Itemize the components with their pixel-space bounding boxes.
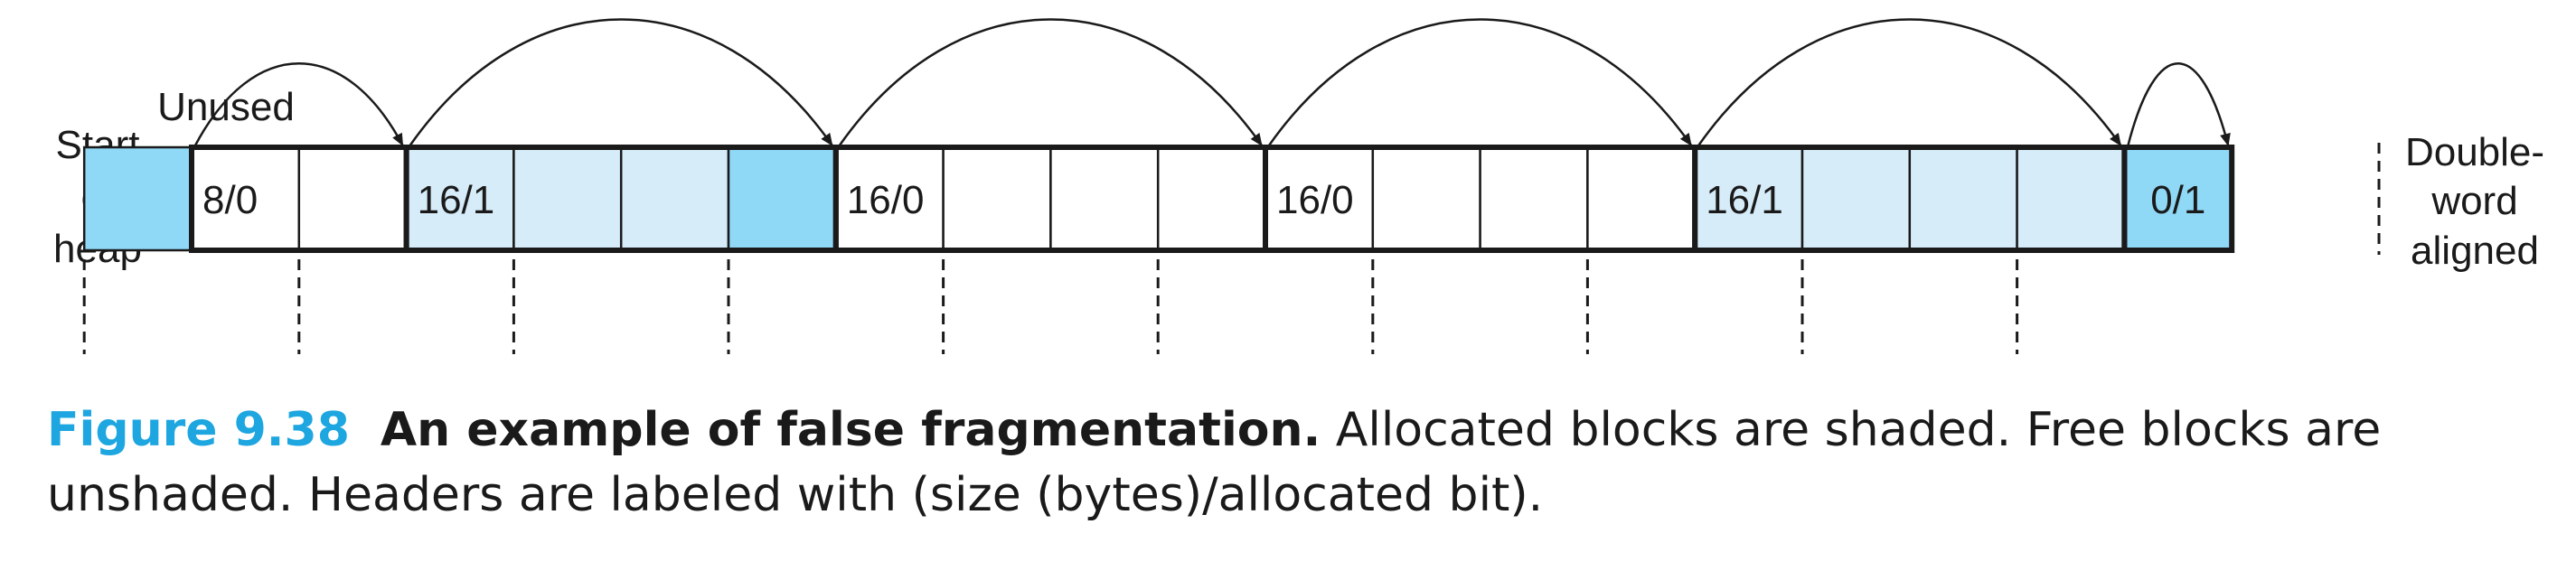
block-header-label: 0/1 — [2150, 178, 2205, 222]
block-link-arrows — [193, 18, 2231, 146]
next-block-arrow — [838, 18, 1264, 146]
next-block-arrow — [2127, 62, 2231, 146]
figure-number: Figure 9.38 — [47, 403, 350, 457]
heap-word — [2016, 145, 2126, 252]
block-header-label: 16/0 — [847, 178, 925, 222]
next-block-arrow — [1267, 18, 1693, 146]
block-outline — [2121, 145, 2235, 253]
next-block-arrow — [193, 62, 404, 146]
unused-label: Unused — [157, 85, 295, 129]
heap-word — [1479, 145, 1589, 252]
heap-word — [619, 145, 730, 252]
alignment-ticks — [82, 259, 2019, 354]
heap-word — [1371, 145, 1481, 252]
heap-word — [1908, 145, 2018, 252]
figure-caption: Figure 9.38 An example of false fragmenta… — [47, 398, 2542, 528]
block-header-label: 16/1 — [1706, 178, 1783, 222]
block-header-label: 16/0 — [1276, 178, 1354, 222]
figure-title: An example of false fragmentation. — [380, 403, 1321, 457]
heap-words: 8/0 16/1 16/0 16/0 16/1 0/1 — [82, 145, 2235, 253]
heap-word — [297, 145, 408, 252]
heap-word — [1800, 145, 1912, 252]
heap-word — [942, 145, 1052, 252]
block-header-label: 8/0 — [202, 178, 258, 222]
double-word-aligned-label: Double- word aligned — [2405, 130, 2544, 273]
heap-word — [512, 145, 623, 252]
block-header-label: 16/1 — [418, 178, 495, 222]
heap-word — [727, 145, 838, 252]
heap-word — [1586, 145, 1697, 252]
heap-diagram: Start of heap Unused Double- word aligne… — [53, 18, 2544, 354]
end-label-line: word — [2430, 179, 2517, 223]
heap-word — [1156, 145, 1267, 252]
caption-text: Allocated blocks are shaded. Free blocks… — [47, 403, 2382, 522]
next-block-arrow — [409, 18, 833, 146]
heap-word — [82, 145, 193, 252]
end-label-line: Double- — [2405, 130, 2544, 174]
heap-word — [1049, 145, 1160, 252]
end-label-line: aligned — [2411, 229, 2539, 273]
next-block-arrow — [1697, 18, 2122, 146]
